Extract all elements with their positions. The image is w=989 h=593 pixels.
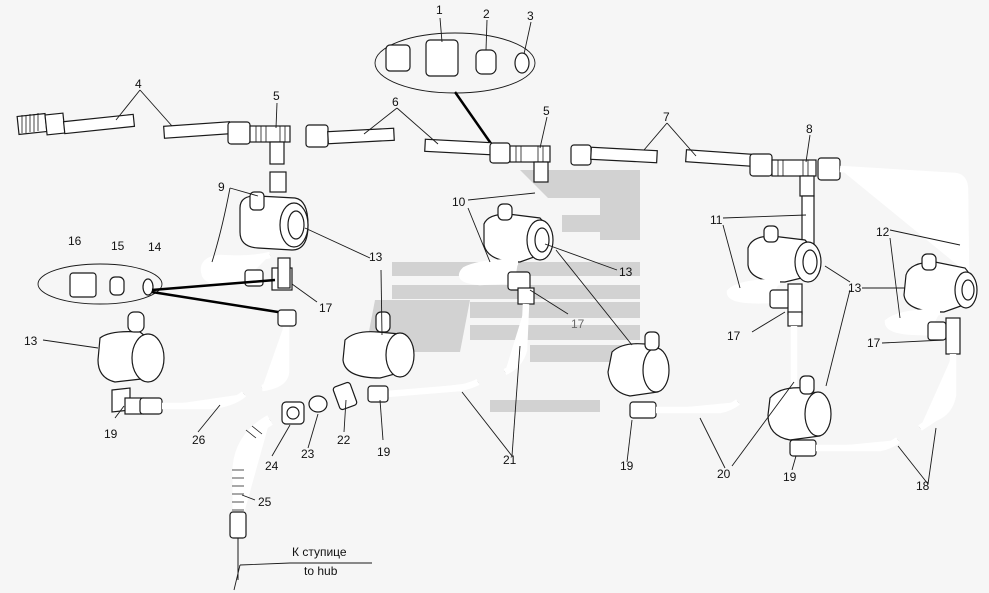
callout-22: 22 [337, 433, 351, 447]
callout-10: 10 [452, 195, 466, 209]
valve-unit-right-lower [767, 375, 900, 457]
callout-25: 25 [258, 495, 272, 509]
ring-part-23 [308, 395, 328, 413]
hub-note: К ступице to hub [292, 545, 347, 578]
callout-4: 4 [135, 77, 142, 91]
tee-fitting-5-left [227, 121, 329, 165]
callout-13-lower-left: 13 [24, 334, 38, 348]
callout-23: 23 [301, 447, 315, 461]
pipe-6-segment-a [327, 127, 395, 145]
callout-5-left: 5 [273, 89, 280, 103]
valve-unit-far-right [884, 253, 978, 431]
hub-hose-assembly [229, 381, 358, 580]
pipe-7-segment-a [590, 146, 658, 164]
valve-unit-left-upper [200, 171, 309, 392]
callout-20: 20 [717, 467, 731, 481]
valve-unit-center-upper [458, 203, 554, 375]
callout-13-left: 13 [369, 250, 383, 264]
callout-11: 11 [710, 213, 723, 227]
callout-3: 3 [527, 9, 534, 23]
callout-12: 12 [876, 225, 890, 239]
nut-part-16 [69, 272, 97, 298]
washer-part-3 [514, 52, 530, 74]
callout-13-center: 13 [619, 265, 633, 279]
callout-2: 2 [483, 7, 490, 21]
callout-18: 18 [916, 479, 930, 493]
callout-17-far-right: 17 [867, 336, 881, 350]
callout-6: 6 [392, 95, 399, 109]
callout-19-left: 19 [104, 427, 118, 441]
washer-part-14 [142, 278, 154, 296]
callout-16: 16 [68, 234, 82, 248]
callout-19-right-center: 19 [620, 459, 634, 473]
fitting-part-22 [332, 381, 358, 411]
ring-part-2 [475, 49, 497, 75]
callout-13-right: 13 [848, 281, 862, 295]
callout-24: 24 [265, 459, 279, 473]
pipe-assembly-right [685, 149, 970, 273]
callout-21: 21 [503, 453, 517, 467]
valve-unit-left-lower [97, 311, 247, 415]
hub-note-en: to hub [304, 564, 338, 578]
valve-unit-center-lower [342, 311, 480, 403]
callout-17-right: 17 [727, 329, 741, 343]
leader-lines [42, 17, 961, 591]
callout-19-right: 19 [783, 470, 797, 484]
callout-19-center: 19 [377, 445, 391, 459]
ring-part-15 [109, 276, 125, 296]
callout-5-center: 5 [543, 104, 550, 118]
pipe-assembly-center [424, 138, 658, 183]
callout-17-center: 17 [571, 317, 585, 331]
sleeve-part-1 [385, 44, 411, 72]
callout-8: 8 [806, 122, 813, 136]
callout-14: 14 [148, 240, 162, 254]
parts-group-1-3 [374, 32, 536, 146]
pipe-7-segment-b [685, 149, 753, 167]
callout-9: 9 [218, 180, 225, 194]
parts-group-14-16 [37, 263, 279, 314]
valve-unit-right-center [607, 331, 740, 419]
callout-1: 1 [436, 3, 443, 17]
callout-15: 15 [111, 239, 125, 253]
callout-26: 26 [192, 433, 206, 447]
pipe-4-segment-b [163, 121, 231, 139]
pipe-assembly-left [16, 112, 395, 165]
hub-note-ru: К ступице [292, 545, 347, 559]
callout-labels: 1 2 3 4 5 5 6 7 8 9 10 11 12 13 13 13 13… [24, 3, 930, 509]
nut-part-1 [425, 39, 459, 77]
pipe-4-segment-a [16, 112, 136, 136]
callout-7: 7 [663, 110, 670, 124]
callout-17-left: 17 [319, 301, 333, 315]
valve-unit-right-upper [726, 195, 822, 390]
